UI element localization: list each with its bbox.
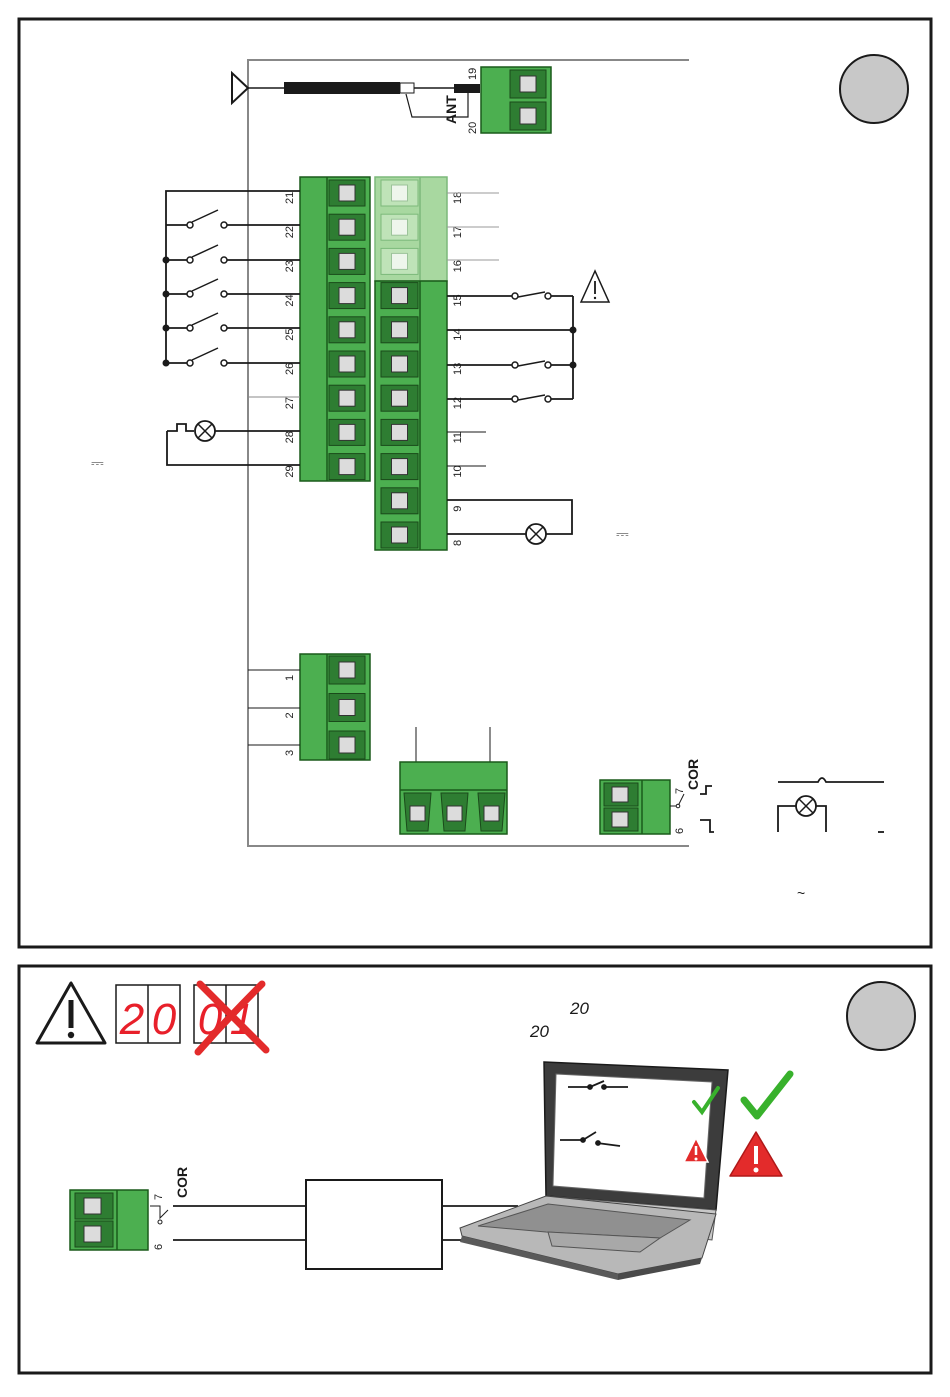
dc-symbol-right: ⎓ <box>616 526 629 543</box>
power-terminal-1-number: 1 <box>284 675 296 681</box>
dc-symbol-left: ⎓ <box>91 455 104 472</box>
cor-label-top: COR <box>685 759 701 790</box>
cor-terminal-7-number: 7 <box>674 788 686 794</box>
display-main-digit-2: 0 <box>152 995 177 1044</box>
panel-top-badge <box>840 55 908 123</box>
cor-lamp-icon <box>796 796 816 816</box>
terminal-19-number: 19 <box>467 68 479 80</box>
terminal-23-number: 23 <box>284 260 296 272</box>
lamp-icon-right <box>526 524 546 544</box>
display-main-digit-1: 2 <box>119 995 144 1044</box>
terminal-21-number: 21 <box>284 192 296 204</box>
cor-bottom-terminal-7: 7 <box>153 1194 165 1200</box>
antenna-terminal-block <box>481 67 551 133</box>
ac-symbol: ~ <box>797 885 805 901</box>
terminal-29-number: 29 <box>284 465 296 477</box>
display-small-2: 20 <box>529 1022 549 1041</box>
terminal-17-number: 17 <box>452 226 464 238</box>
terminal-28-number: 28 <box>284 431 296 443</box>
power-terminal-3-number: 3 <box>284 750 296 756</box>
terminal-26-number: 26 <box>284 363 296 375</box>
terminal-20-number: 20 <box>467 122 479 134</box>
power-terminal-2-number: 2 <box>284 712 296 718</box>
interface-box <box>306 1180 442 1269</box>
panel-bottom-badge <box>847 982 915 1050</box>
display-small-1: 20 <box>569 999 589 1018</box>
lamp-icon <box>195 421 215 441</box>
cor-terminal-6-number: 6 <box>674 828 686 834</box>
ant-label: ANT <box>443 95 459 124</box>
display-crossed: 0 1 <box>194 984 266 1052</box>
display-main: 2 0 <box>116 985 180 1044</box>
terminal-11-number: 11 <box>452 432 464 443</box>
terminal-25-number: 25 <box>284 329 296 341</box>
terminal-9-number: 9 <box>452 506 464 512</box>
terminal-18-number: 18 <box>452 192 464 204</box>
terminal-10-number: 10 <box>452 465 464 477</box>
terminal-8-number: 8 <box>452 540 464 546</box>
cor-bottom-terminal-6: 6 <box>153 1244 165 1250</box>
terminal-27-number: 27 <box>284 397 296 409</box>
terminal-16-number: 16 <box>452 260 464 272</box>
terminal-24-number: 24 <box>284 294 296 306</box>
cor-label-bottom: COR <box>174 1167 190 1198</box>
terminal-22-number: 22 <box>284 226 296 238</box>
